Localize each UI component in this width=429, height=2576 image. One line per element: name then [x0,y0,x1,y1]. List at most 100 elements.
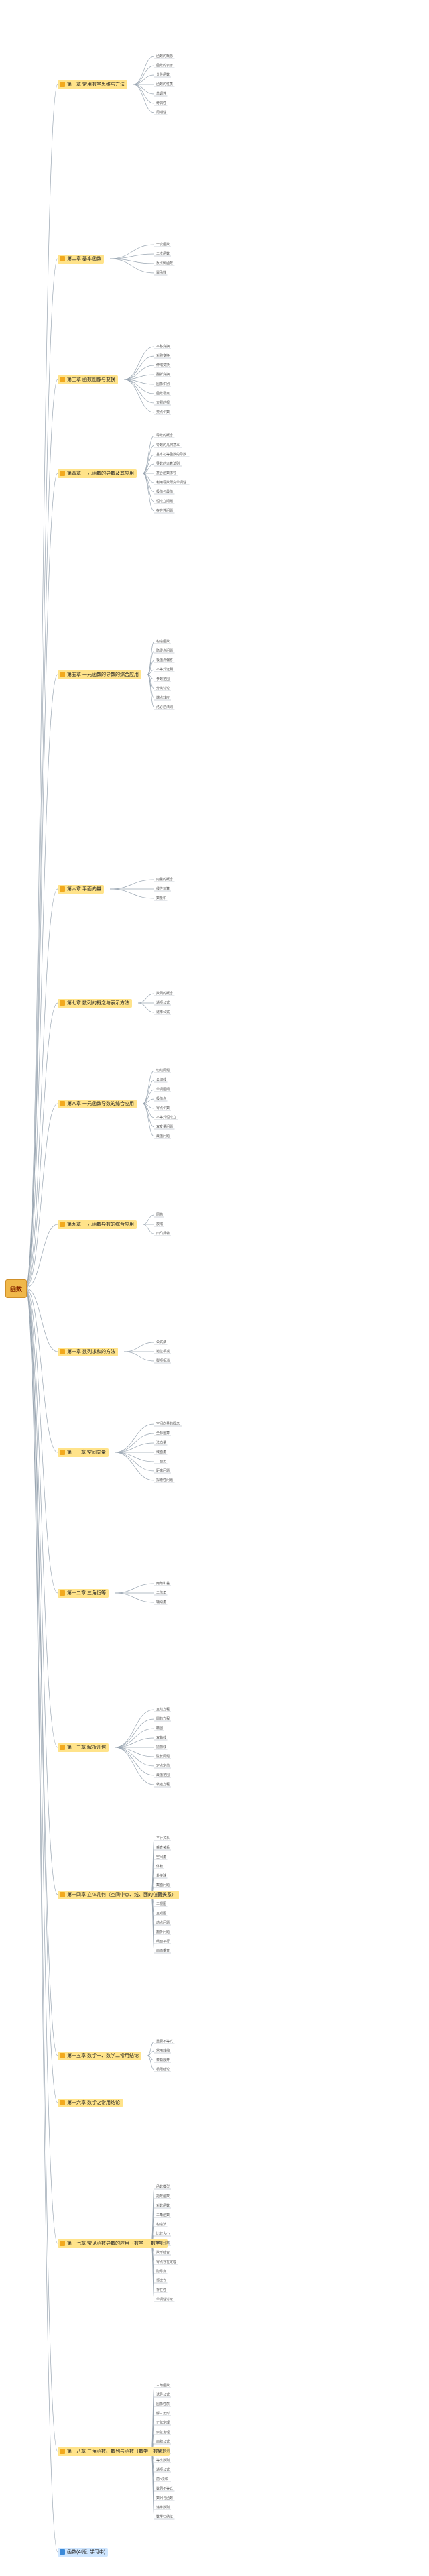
chapter-node[interactable]: 第四章 一元函数的导数及其应用 [58,469,137,478]
item-node[interactable]: 距离问题 [156,1469,170,1473]
item-node[interactable]: 构造函数 [156,640,170,644]
chapter-node[interactable]: 第三章 函数图像与变换 [58,375,118,384]
item-node[interactable]: 存在性 [156,2288,167,2292]
chapter-node[interactable]: 第十六章 数学之常用结论 [58,2099,123,2107]
item-node[interactable]: 泰勒展开 [156,2058,170,2062]
item-node[interactable]: 抛物线 [156,1745,167,1749]
item-node[interactable]: 辅助角 [156,1600,167,1604]
item-node[interactable]: 两角和差 [156,1582,170,1586]
item-node[interactable]: 比较大小 [156,2232,170,2236]
item-node[interactable]: 线性运算 [156,887,170,891]
item-node[interactable]: 导数的运算法则 [156,462,180,466]
item-node[interactable]: 一次函数 [156,243,170,247]
item-node[interactable]: 前n项和 [156,2477,168,2481]
item-node[interactable]: 双曲线 [156,1736,167,1740]
item-node[interactable]: 定点定值 [156,1764,170,1768]
item-node[interactable]: 常用放缩 [156,2049,170,2053]
item-node[interactable]: 直线方程 [156,1708,170,1712]
chapter-node[interactable]: 第六章 平面向量 [58,885,104,894]
item-node[interactable]: 放缩 [156,1222,164,1226]
item-node[interactable]: 极值点 [156,1097,167,1101]
item-node[interactable]: 伸缩变换 [156,363,170,367]
item-node[interactable]: 二面角 [156,1460,167,1464]
item-node[interactable]: 恒成立问题 [156,500,174,504]
chapter-node[interactable]: 第七章 数列的概念与表示方法 [58,999,132,1008]
item-node[interactable]: 交点个数 [156,410,170,414]
item-node[interactable]: 平移变换 [156,345,170,349]
item-node[interactable]: 反比例函数 [156,261,174,266]
item-node[interactable]: 诱导公式 [156,2393,170,2397]
chapter-node[interactable]: 第十章 数列求和的方法 [58,1348,118,1356]
chapter-node[interactable]: 第十二章 三角恒等 [58,1589,109,1598]
item-node[interactable]: 奇偶性 [156,101,167,105]
item-node[interactable]: 线面角 [156,1450,167,1454]
item-node[interactable]: 错位相减 [156,1350,170,1354]
item-node[interactable]: 通项公式 [156,1001,170,1005]
item-node[interactable]: 展开图 [156,1893,167,1897]
item-node[interactable]: 翻折问题 [156,1930,170,1934]
item-node[interactable]: 二次函数 [156,252,170,256]
item-node[interactable]: 正弦定理 [156,2421,170,2425]
item-node[interactable]: 单调区间 [156,1088,170,1092]
item-node[interactable]: 三角函数 [156,2213,170,2217]
item-node[interactable]: 同构 [156,1213,164,1217]
item-node[interactable]: 图像识别 [156,382,170,386]
item-node[interactable]: 平行关系 [156,1836,170,1840]
chapter-node[interactable]: 第十四章 立体几何（空间中点、线、面的位置关系） [58,1891,179,1899]
item-node[interactable]: 数量积 [156,896,167,900]
item-node[interactable]: 方程的根 [156,401,170,405]
item-node[interactable]: 公式法 [156,1340,167,1344]
item-node[interactable]: 基本初等函数的导数 [156,453,187,457]
root-node[interactable]: 函数 [5,1279,27,1298]
item-node[interactable]: 解三角形 [156,2412,170,2416]
item-node[interactable]: 分类讨论 [156,687,170,691]
item-node[interactable]: 椭圆 [156,1726,164,1731]
chapter-node[interactable]: 第八章 一元函数导数的综合应用 [58,1100,137,1108]
item-node[interactable]: 向量的概念 [156,878,174,882]
footer-node[interactable]: 函数(AI版, 学习中) [58,2548,109,2557]
item-node[interactable]: 对称变换 [156,354,170,358]
item-node[interactable]: 数列的概念 [156,992,174,996]
item-node[interactable]: 零点个数 [156,1106,170,1110]
item-node[interactable]: 探索性问题 [156,1478,174,1482]
item-node[interactable]: 图像性质 [156,2402,170,2406]
item-node[interactable]: 裂项相消 [156,1359,170,1363]
item-node[interactable]: 等比数列 [156,2459,170,2463]
item-node[interactable]: 函数模型 [156,2185,170,2189]
item-node[interactable]: 函数的性质 [156,82,174,86]
item-node[interactable]: 幂函数 [156,271,167,275]
chapter-node[interactable]: 第十八章 三角函数、数列与函数（数学一数列） [58,2447,170,2456]
item-node[interactable]: 对数函数 [156,2204,170,2208]
item-node[interactable]: 垂直关系 [156,1846,170,1850]
chapter-node[interactable]: 第十七章 常见函数导数的应用（数学一~数学） [58,2239,168,2248]
item-node[interactable]: 公切线 [156,1078,167,1082]
item-node[interactable]: 余弦定理 [156,2431,170,2435]
item-node[interactable]: 参数范围 [156,677,170,681]
item-node[interactable]: 截面问题 [156,1883,170,1887]
chapter-node[interactable]: 第十五章 数学一、数学二常用结论 [58,2052,141,2060]
item-node[interactable]: 法向量 [156,1441,167,1445]
item-node[interactable]: 单调性 [156,92,167,96]
item-node[interactable]: 体积 [156,1865,164,1869]
chapter-node[interactable]: 第一章 常用数学思维与方法 [58,80,127,89]
item-node[interactable]: 空间角 [156,1855,167,1859]
item-node[interactable]: 不等式恒成立 [156,1116,177,1120]
item-node[interactable]: 函数零点 [156,392,170,396]
item-node[interactable]: 极值与最值 [156,490,174,494]
item-node[interactable]: 存在性问题 [156,509,174,513]
item-node[interactable]: 洛必达法则 [156,705,174,709]
item-node[interactable]: 递推公式 [156,1010,170,1014]
item-node[interactable]: 极值点偏移 [156,658,174,662]
item-node[interactable]: 指数函数 [156,2194,170,2199]
item-node[interactable]: 隐零点问题 [156,649,174,653]
item-node[interactable]: 分段函数 [156,73,170,77]
item-node[interactable]: 利用导数研究单调性 [156,481,187,485]
item-node[interactable]: 面积公式 [156,2440,170,2444]
item-node[interactable]: 外接球 [156,1874,167,1878]
item-node[interactable]: 最值范围 [156,1773,170,1777]
item-node[interactable]: 动点问题 [156,1921,170,1925]
item-node[interactable]: 面面垂直 [156,1949,170,1953]
item-node[interactable]: 二倍角 [156,1591,167,1595]
item-node[interactable]: 数形结合 [156,2251,170,2255]
item-node[interactable]: 构造法 [156,2223,167,2227]
